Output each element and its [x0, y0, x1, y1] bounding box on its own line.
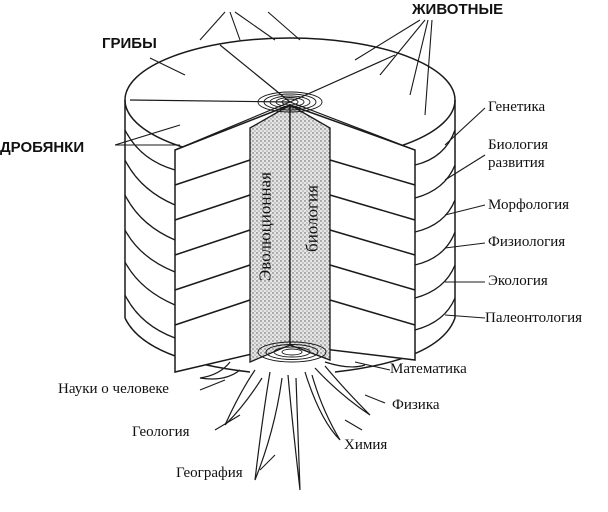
label-physiology: Физиология [488, 235, 565, 250]
root-pointers [200, 362, 390, 470]
label-morphology: Морфология [488, 198, 569, 213]
label-geology: Геология [132, 425, 190, 440]
label-geography: География [176, 466, 243, 481]
layer-lines-right [415, 130, 455, 330]
label-bacteria: ДРОБЯНКИ [0, 140, 84, 155]
label-animals: ЖИВОТНЫЕ [412, 2, 503, 17]
label-dev-bio-line2: развития [488, 156, 545, 171]
label-physics: Физика [392, 398, 440, 413]
core-label-line1: Эволюционная [257, 167, 274, 287]
core-label-line2: биология [304, 169, 321, 269]
label-chemistry: Химия [344, 438, 387, 453]
label-mathematics: Математика [390, 362, 467, 377]
label-human-sciences: Науки о человеке [58, 382, 169, 397]
discipline-pointers [445, 108, 485, 318]
label-fungi: ГРИБЫ [102, 36, 157, 51]
label-dev-bio-line1: Биология [488, 138, 548, 153]
label-ecology: Экология [488, 274, 548, 289]
label-paleontology: Палеонтология [485, 311, 582, 326]
label-genetics: Генетика [488, 100, 545, 115]
layer-lines-left [125, 130, 175, 338]
